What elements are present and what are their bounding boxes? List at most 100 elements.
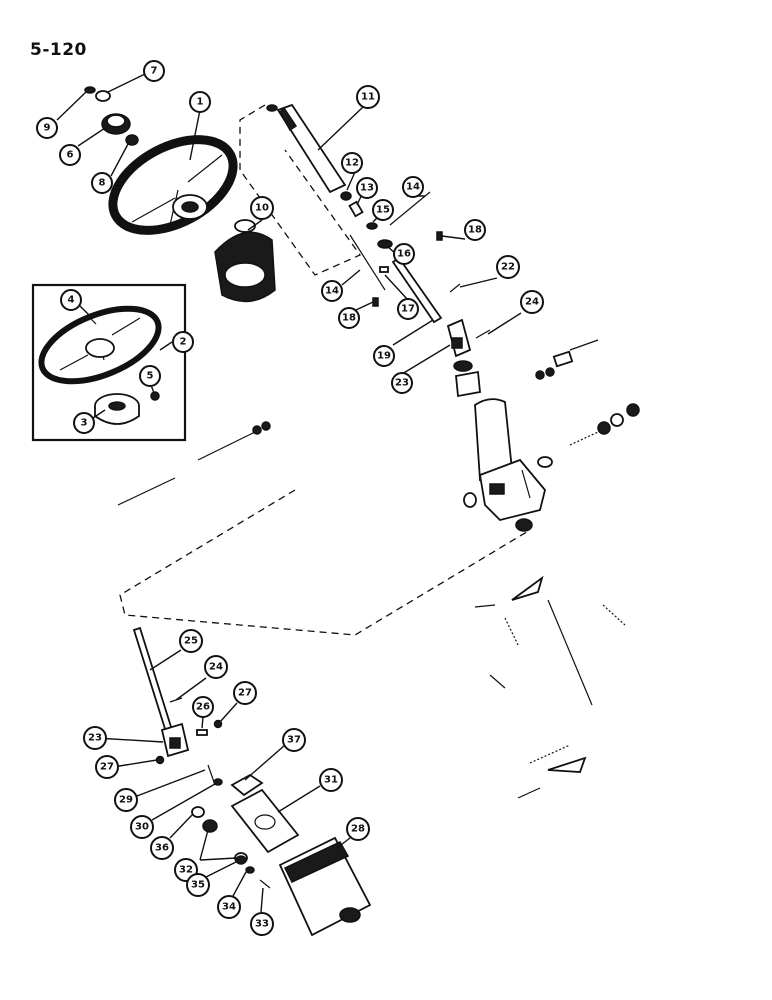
callout-27-left: 27 bbox=[95, 755, 119, 779]
svg-text:24: 24 bbox=[525, 297, 539, 308]
knob-nut bbox=[125, 134, 139, 146]
knob-cap bbox=[95, 90, 111, 102]
svg-text:36: 36 bbox=[155, 843, 169, 854]
spring-bottom bbox=[529, 744, 571, 764]
callout-6: 6 bbox=[59, 144, 81, 166]
callout-10: 10 bbox=[250, 196, 274, 220]
callout-24-lower: 24 bbox=[204, 655, 228, 679]
svg-text:32: 32 bbox=[179, 865, 193, 876]
dashed-guide-upper bbox=[239, 104, 361, 276]
svg-text:12: 12 bbox=[345, 158, 359, 169]
alt-screw bbox=[89, 317, 97, 325]
pin-26 bbox=[196, 729, 208, 736]
callout-24-upper: 24 bbox=[520, 290, 544, 314]
callout-25: 25 bbox=[179, 629, 203, 653]
svg-text:26: 26 bbox=[196, 702, 210, 713]
callout-33: 33 bbox=[250, 912, 274, 936]
svg-text:23: 23 bbox=[88, 733, 102, 744]
callout-12: 12 bbox=[341, 152, 363, 174]
alt-nut bbox=[150, 391, 160, 401]
callout-19: 19 bbox=[373, 345, 395, 367]
nut-27-left bbox=[155, 755, 165, 765]
bolt-link-a bbox=[474, 604, 496, 608]
svg-text:10: 10 bbox=[255, 203, 269, 214]
nut-mid-a bbox=[597, 421, 611, 435]
steering-column bbox=[474, 398, 546, 521]
svg-text:16: 16 bbox=[397, 249, 411, 260]
svg-text:8: 8 bbox=[99, 178, 106, 189]
callout-4: 4 bbox=[60, 289, 82, 311]
callout-8: 8 bbox=[91, 172, 113, 194]
bolt-bottom bbox=[517, 787, 541, 799]
dashed-guide-lower bbox=[119, 489, 531, 636]
bracket-bottom bbox=[547, 756, 587, 773]
svg-text:31: 31 bbox=[324, 775, 338, 786]
nut-upper-b bbox=[545, 367, 555, 377]
callout-22: 22 bbox=[496, 255, 520, 279]
callout-23-upper: 23 bbox=[391, 372, 413, 394]
spring-right bbox=[602, 604, 626, 626]
coupler-32 bbox=[202, 819, 218, 833]
bushing bbox=[455, 370, 481, 398]
hydraulic-pump bbox=[278, 836, 372, 937]
svg-text:14: 14 bbox=[406, 182, 420, 193]
washer-30 bbox=[213, 778, 223, 786]
callout-5: 5 bbox=[139, 365, 161, 387]
steering-knob bbox=[101, 113, 131, 135]
steering-shaft bbox=[266, 103, 347, 194]
linkage-bracket bbox=[511, 575, 544, 601]
pin-rod-nut-a bbox=[252, 425, 262, 435]
bolt-33 bbox=[259, 879, 271, 889]
svg-text:19: 19 bbox=[377, 351, 391, 362]
callout-13: 13 bbox=[356, 177, 378, 199]
callout-3: 3 bbox=[73, 412, 95, 434]
svg-text:2: 2 bbox=[180, 337, 187, 348]
u-joint-lower bbox=[160, 722, 190, 758]
callout-15: 15 bbox=[372, 199, 394, 221]
knob-washer bbox=[84, 86, 96, 94]
callout-14-left: 14 bbox=[321, 280, 343, 302]
svg-text:29: 29 bbox=[119, 795, 133, 806]
bolt-upper bbox=[569, 339, 599, 351]
page-number: 5-120 bbox=[30, 40, 87, 60]
shaft-25 bbox=[132, 626, 174, 734]
svg-text:37: 37 bbox=[287, 735, 301, 746]
column-bushing bbox=[515, 518, 533, 532]
callout-30: 30 bbox=[130, 815, 154, 839]
svg-text:24: 24 bbox=[209, 662, 223, 673]
spring-column bbox=[569, 431, 599, 446]
callout-7: 7 bbox=[143, 60, 165, 82]
svg-text:13: 13 bbox=[360, 183, 374, 194]
nut-mid-b bbox=[626, 403, 640, 417]
washer-16 bbox=[377, 239, 393, 249]
svg-text:1: 1 bbox=[197, 97, 204, 108]
long-bolt bbox=[117, 477, 176, 506]
column-sleeve-right bbox=[537, 456, 553, 468]
callout-17: 17 bbox=[397, 298, 419, 320]
dust-boot bbox=[214, 219, 276, 303]
callout-14-right: 14 bbox=[402, 176, 424, 198]
callout-1: 1 bbox=[189, 91, 211, 113]
pin-18-left bbox=[372, 297, 379, 307]
pin-rod bbox=[197, 431, 256, 461]
svg-text:25: 25 bbox=[184, 636, 198, 647]
plate-37 bbox=[230, 773, 264, 797]
svg-text:28: 28 bbox=[351, 824, 365, 835]
callout-37: 37 bbox=[282, 728, 306, 752]
svg-text:27: 27 bbox=[238, 688, 252, 699]
callout-16: 16 bbox=[393, 243, 415, 265]
svg-text:18: 18 bbox=[342, 313, 356, 324]
callout-27-right: 27 bbox=[233, 681, 257, 705]
svg-text:33: 33 bbox=[255, 919, 269, 930]
bolt-29 bbox=[207, 764, 215, 783]
washer-mid bbox=[610, 413, 624, 427]
sleeve-13 bbox=[348, 200, 364, 218]
u-joint-upper bbox=[446, 318, 472, 358]
svg-text:35: 35 bbox=[191, 880, 205, 891]
callout-36: 36 bbox=[150, 836, 174, 860]
svg-text:27: 27 bbox=[100, 762, 114, 773]
alt-hub bbox=[94, 393, 140, 425]
callout-35: 35 bbox=[186, 873, 210, 897]
pin-rod-nut-b bbox=[261, 421, 271, 431]
lockwasher-34 bbox=[245, 866, 255, 874]
